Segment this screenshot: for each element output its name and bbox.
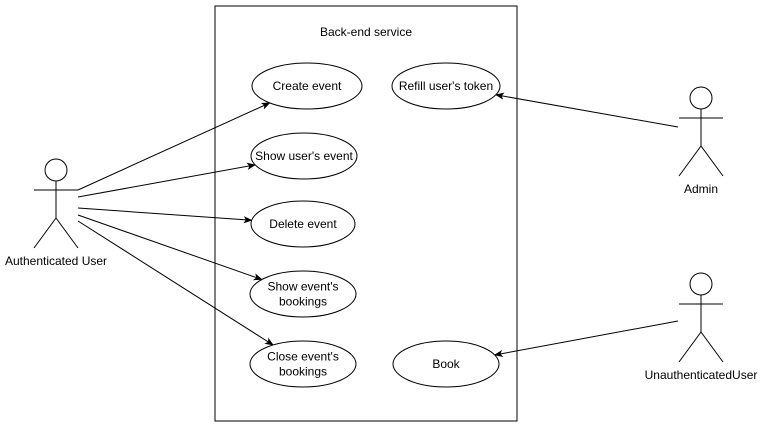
association-unauth-book	[493, 320, 679, 358]
system-title: Back-end service	[320, 25, 412, 39]
actor-head	[44, 158, 68, 182]
actor-head	[689, 86, 713, 110]
use-case-ellipse	[392, 340, 500, 388]
actor-label: Admin	[684, 182, 718, 196]
association-auth-close-bookings	[77, 220, 274, 346]
use-case-ellipse	[249, 340, 357, 388]
association-auth-create	[77, 102, 271, 191]
actor-unauth: UnauthenticatedUser	[645, 272, 758, 382]
use-case-delete: Delete event	[250, 200, 356, 248]
associations	[77, 92, 679, 358]
use-case-ellipse	[391, 62, 501, 110]
use-case-create: Create event	[251, 62, 363, 110]
use-case-ellipse	[250, 132, 358, 180]
use-case-label: Delete event	[269, 217, 337, 231]
actors: Authenticated User AdminUnauthenticatedUs…	[5, 86, 758, 382]
use-case-ellipse	[251, 62, 363, 110]
association-auth-show-user	[77, 162, 256, 198]
actor-auth: Authenticated User	[5, 158, 107, 268]
actor-left-leg	[678, 331, 702, 363]
actor-right-leg	[700, 331, 724, 363]
use-case-label: Create event	[273, 79, 342, 93]
use-case-refill: Refill user's token	[391, 62, 501, 110]
use-case-label: Book	[432, 357, 460, 371]
use-case-label: bookings	[279, 295, 327, 309]
association-auth-delete	[77, 207, 253, 224]
actor-left-leg	[678, 145, 702, 177]
use-case-label: Show user's event	[255, 149, 353, 163]
association-admin-refill	[495, 92, 679, 128]
actor-label: UnauthenticatedUser	[645, 368, 758, 382]
use-case-ellipse	[250, 200, 356, 248]
use-case-label: Show event's	[268, 280, 339, 294]
use-case-ellipse	[249, 270, 357, 318]
use-case-label: Refill user's token	[399, 79, 493, 93]
actor-right-leg	[55, 217, 79, 249]
association-auth-show-bookings	[77, 214, 263, 281]
use-case-show-user: Show user's event	[250, 132, 358, 180]
actor-right-leg	[700, 145, 724, 177]
actor-left-leg	[33, 217, 57, 249]
use-case-label: Close event's	[267, 350, 339, 364]
use-case-label: bookings	[279, 365, 327, 379]
use-case-book: Book	[392, 340, 500, 388]
actor-admin: Admin	[678, 86, 724, 196]
actor-head	[689, 272, 713, 296]
actor-label: Authenticated User	[5, 254, 107, 268]
